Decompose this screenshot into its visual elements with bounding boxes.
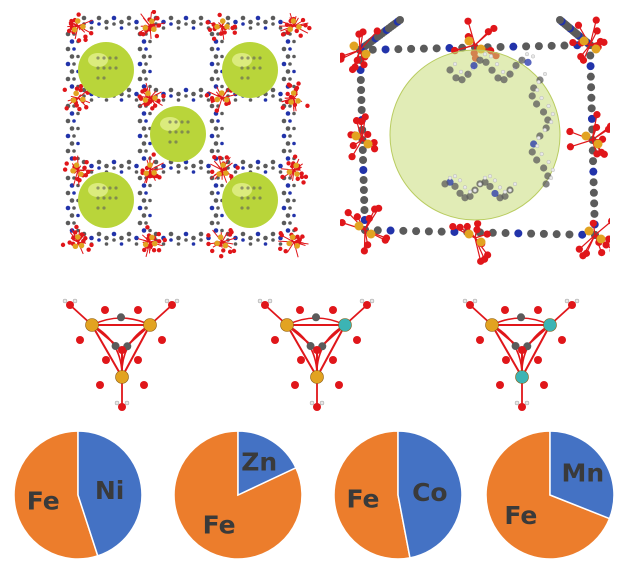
metal-atom [85, 318, 99, 332]
metal-node [66, 12, 94, 43]
cage-linker [441, 52, 555, 202]
metal-label: Co [412, 478, 448, 507]
fe-label: Fe [346, 484, 379, 513]
fe-label: Fe [27, 487, 60, 516]
framework-lattice [60, 10, 312, 259]
metal-node [138, 10, 165, 39]
metal-node [340, 204, 391, 255]
fe-slice [333, 430, 411, 560]
fe-label: Fe [504, 501, 537, 530]
metal-label: Ni [95, 476, 125, 505]
metal-atom [485, 318, 499, 332]
metal-node [449, 220, 492, 265]
cage-closeup [340, 16, 610, 265]
metal-node [340, 27, 381, 74]
metal-atom [543, 318, 557, 332]
cluster-2 [257, 298, 375, 411]
cage-sphere [150, 106, 206, 162]
metal-slice [549, 430, 615, 520]
cage-sphere [78, 172, 134, 228]
fe-slice [486, 430, 611, 560]
metal-node [280, 81, 310, 112]
cage-frame [340, 16, 610, 265]
metal-node [206, 228, 237, 259]
fe-slice [13, 430, 99, 560]
cluster-3 [462, 298, 580, 411]
metal-node [137, 82, 166, 111]
metal-node [347, 113, 379, 161]
pie-chart-1: Ni Fe [13, 430, 143, 560]
metal-node [280, 154, 309, 185]
metal-node [575, 217, 610, 260]
metal-node [138, 225, 167, 257]
pie-chart-3: Co Fe [333, 430, 463, 560]
metal-node [205, 12, 238, 42]
metal-slice [237, 430, 297, 497]
metal-node [62, 155, 94, 186]
metal-node [278, 227, 309, 258]
metal-node [209, 154, 240, 183]
metal-node [140, 152, 164, 184]
cage-sphere [78, 42, 134, 98]
cluster-1 [62, 298, 180, 411]
metal-node [566, 111, 610, 158]
lattice-cages [78, 42, 278, 228]
metal-label: Zn [241, 447, 277, 476]
metal-atom [338, 318, 352, 332]
lattice-nodes [60, 10, 312, 259]
cage-sphere [389, 49, 561, 221]
metal-slice [77, 430, 143, 557]
cage-sphere [222, 172, 278, 228]
metal-node [569, 16, 608, 64]
metal-atom [143, 318, 157, 332]
metal-node [62, 83, 92, 112]
metal-slice [397, 430, 463, 559]
metal-label: Mn [561, 459, 604, 488]
metal-node [279, 12, 312, 38]
metal-atom [515, 370, 529, 384]
metal-atom [115, 370, 129, 384]
metal-atom [310, 370, 324, 384]
metal-node [60, 224, 94, 255]
cage-sphere [222, 42, 278, 98]
metal-atom [280, 318, 294, 332]
fe-label: Fe [203, 511, 236, 540]
